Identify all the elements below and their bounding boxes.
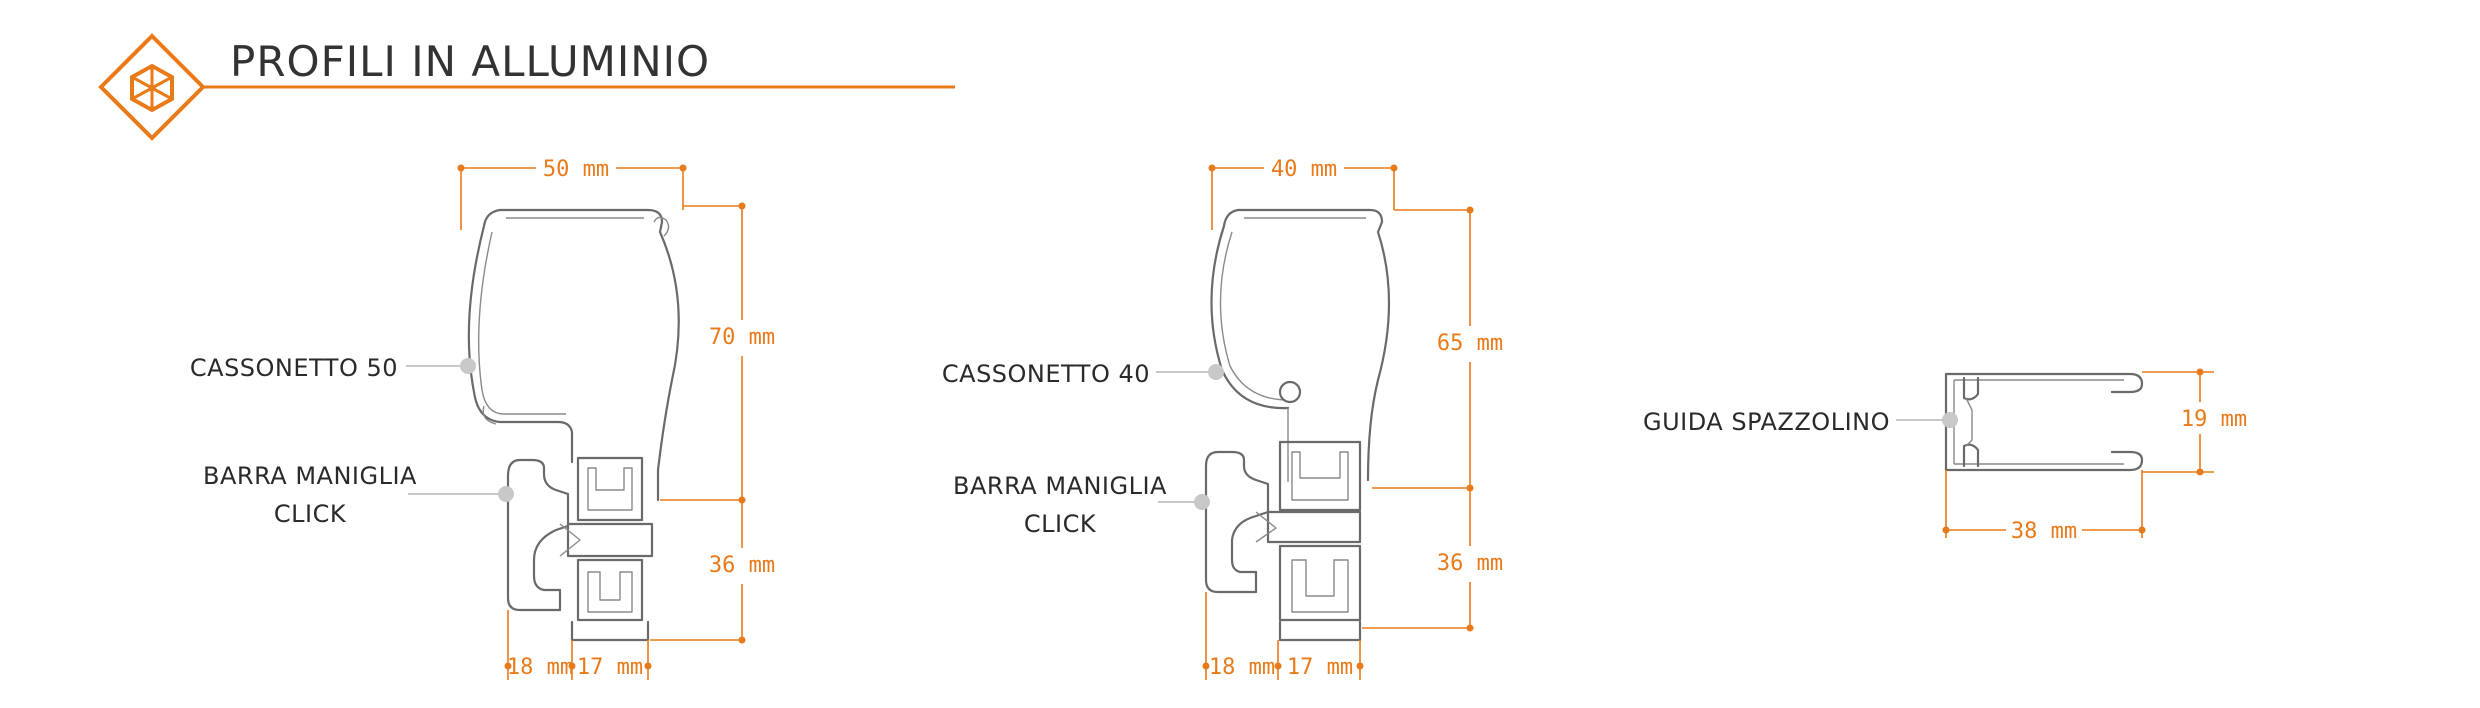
barra-click-40-outline	[1204, 450, 1270, 594]
dim-width-50: 50 mm	[543, 157, 609, 182]
dim-bottom-right-40: 17 mm	[1287, 655, 1353, 680]
labels-cassonetto-40: CASSONETTO 40 BARRA MANIGLIA CLICK	[942, 360, 1224, 538]
dims-cassonetto-50: 50 mm 70 mm 36 mm 18 mm 17 mm	[457, 152, 784, 680]
guida-outline	[1944, 372, 2144, 472]
dim-bottom-right-50: 17 mm	[577, 655, 643, 680]
dim-height-bar-40: 36 mm	[1437, 551, 1503, 576]
label-barra-40-line2: CLICK	[1024, 510, 1097, 538]
dim-bottom-left-50: 18 mm	[507, 655, 573, 680]
labels-guida: GUIDA SPAZZOLINO	[1643, 408, 1958, 436]
labels-cassonetto-50: CASSONETTO 50 BARRA MANIGLIA CLICK	[190, 354, 514, 528]
dim-width-guida: 38 mm	[2011, 519, 2077, 544]
dims-cassonetto-40: 40 mm 65 mm 36 mm 18 mm 17 mm	[1202, 152, 1512, 680]
profile-guida-spazzolino	[1944, 372, 2144, 472]
barra-click-50-outline	[506, 458, 570, 612]
label-barra-40-line1: BARRA MANIGLIA	[953, 472, 1167, 500]
dim-height-box-40: 65 mm	[1437, 331, 1503, 356]
dim-height-bar-50: 36 mm	[709, 553, 775, 578]
dim-bottom-left-40: 18 mm	[1209, 655, 1275, 680]
dim-height-guida: 19 mm	[2181, 407, 2247, 432]
profile-cassonetto-40	[1204, 208, 1391, 642]
cassonetto-40-outline	[1210, 208, 1391, 482]
label-guida-spazzolino: GUIDA SPAZZOLINO	[1643, 408, 1890, 436]
dims-guida: 19 mm 38 mm	[1942, 368, 2247, 546]
label-barra-50-line2: CLICK	[274, 500, 347, 528]
label-cassonetto-50: CASSONETTO 50	[190, 354, 398, 382]
header: PROFILI IN ALLUMINIO	[98, 33, 955, 141]
cube-diamond-icon	[98, 33, 206, 141]
cassonetto-50-outline	[467, 208, 680, 502]
label-barra-50-line1: BARRA MANIGLIA	[203, 462, 417, 490]
profile-cassonetto-50	[467, 208, 680, 642]
page-title: PROFILI IN ALLUMINIO	[230, 37, 710, 86]
dim-width-40: 40 mm	[1271, 157, 1337, 182]
dim-height-box-50: 70 mm	[709, 325, 775, 350]
label-cassonetto-40: CASSONETTO 40	[942, 360, 1150, 388]
